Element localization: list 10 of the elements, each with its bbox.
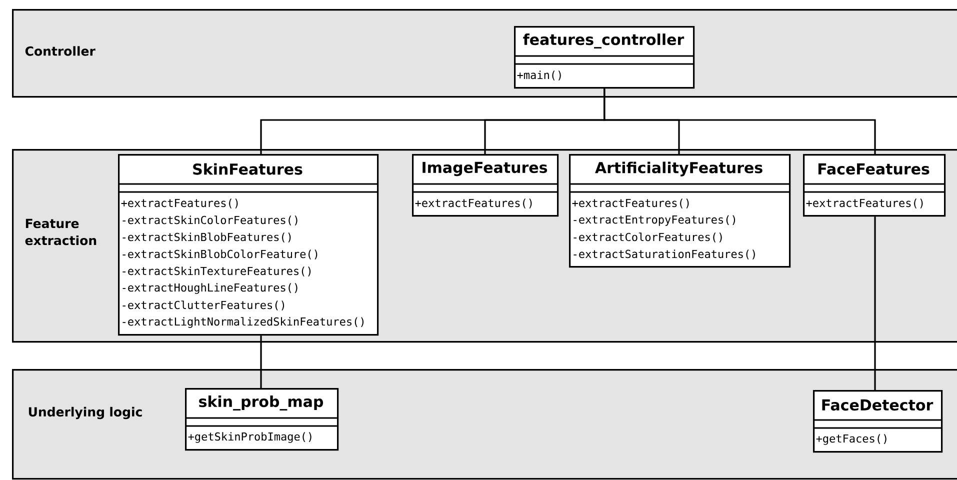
class-box: FaceFeatures +extractFeatures() bbox=[803, 154, 946, 217]
class-box: ImageFeatures +extractFeatures() bbox=[412, 154, 559, 217]
class-box: skin_prob_map +getSkinProbImage() bbox=[185, 388, 339, 451]
connector bbox=[874, 216, 876, 390]
connector bbox=[604, 88, 876, 154]
class-box: SkinFeatures +extractFeatures() -extractSkinColorFeatures() -extractSkinBlobFeatures() -extractSkinBlobColorFeature() -extractSkinTextureFeatures() -extractHoughLineFeatures() -extractClutterFeatures() -extractLightNormalizedSkinFeatures() bbox=[118, 154, 379, 336]
class-box: features_controller +main() bbox=[514, 26, 695, 89]
class-box: FaceDetector +getFaces() bbox=[813, 390, 943, 453]
connector bbox=[260, 336, 262, 388]
class-box: ArtificialityFeatures +extractFeatures() -extractEntropyFeatures() -extractColorFeatures() -extractSaturationFeatures() bbox=[569, 154, 791, 268]
